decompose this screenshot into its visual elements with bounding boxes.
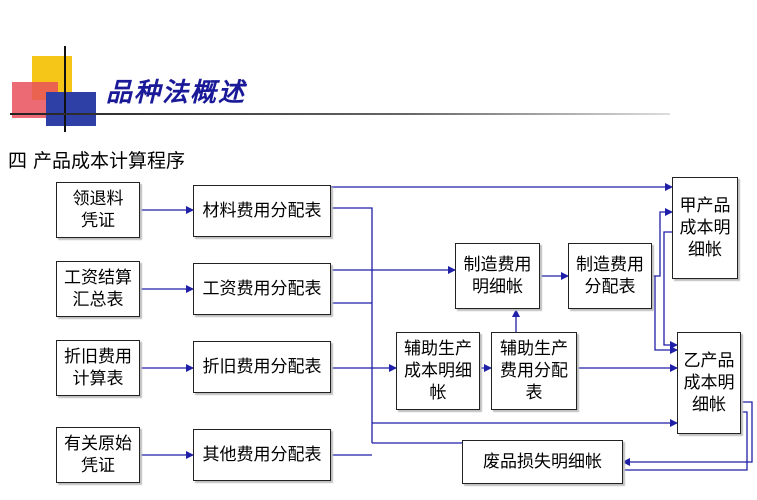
- box-feipin-sunshi-mingxizhang: 废品损失明细帐: [462, 440, 623, 484]
- line-jia-to-yi: [663, 231, 678, 349]
- section-subtitle: 四 产品成本计算程序: [8, 150, 186, 172]
- box-zhejiu-feiyong-fenpeibiao: 折旧费用分配表: [193, 341, 331, 393]
- deco-vertical-line: [64, 46, 66, 132]
- box-zhejiu-feiyong-jisuanbiao: 折旧费用 计算表: [56, 340, 140, 396]
- box-youguan-yuanshi-pingzheng: 有关原始 凭证: [56, 427, 140, 483]
- arrow-zhizao-fenpei-to-jia: [652, 208, 673, 277]
- box-fuzhu-shengchan-chengben-mingxizhang: 辅助生产 成本明细 帐: [396, 332, 480, 410]
- box-jia-chanpin-chengben-mingxizhang: 甲产品 成本明 细帐: [672, 177, 738, 279]
- arrow-feipin-return: [623, 411, 748, 471]
- box-gongzi-jiesuan-huizongbiao: 工资结算 汇总表: [56, 261, 140, 317]
- line-cailiao-bus: [331, 207, 373, 443]
- box-yi-chanpin-chengben-mingxizhang: 乙产品 成本明 细帐: [677, 332, 741, 434]
- box-qita-feiyong-fenpeibiao: 其他费用分配表: [193, 429, 331, 481]
- box-zhizao-feiyong-mingxizhang: 制造费用 明细帐: [455, 243, 540, 309]
- deco-blue-square: [46, 92, 96, 126]
- box-cailiao-feiyong-fenpeibiao: 材料费用分配表: [193, 185, 331, 237]
- deco-horizontal-line: [10, 113, 670, 115]
- page-title: 品种法概述: [106, 78, 247, 108]
- box-fuzhu-shengchan-feiyong-fenpeibiao: 辅助生产 费用分配 表: [491, 332, 577, 410]
- box-zhizao-feiyong-fenpeibiao: 制造费用 分配表: [568, 243, 652, 309]
- box-gongzi-feiyong-fenpeibiao: 工资费用分配表: [193, 263, 331, 315]
- box-lingtuiliao-pingzheng: 领退料 凭证: [56, 182, 140, 238]
- arrow-zhizao-fenpei-to-yi: [654, 276, 678, 354]
- arrow-yi-to-feipin: [622, 401, 753, 466]
